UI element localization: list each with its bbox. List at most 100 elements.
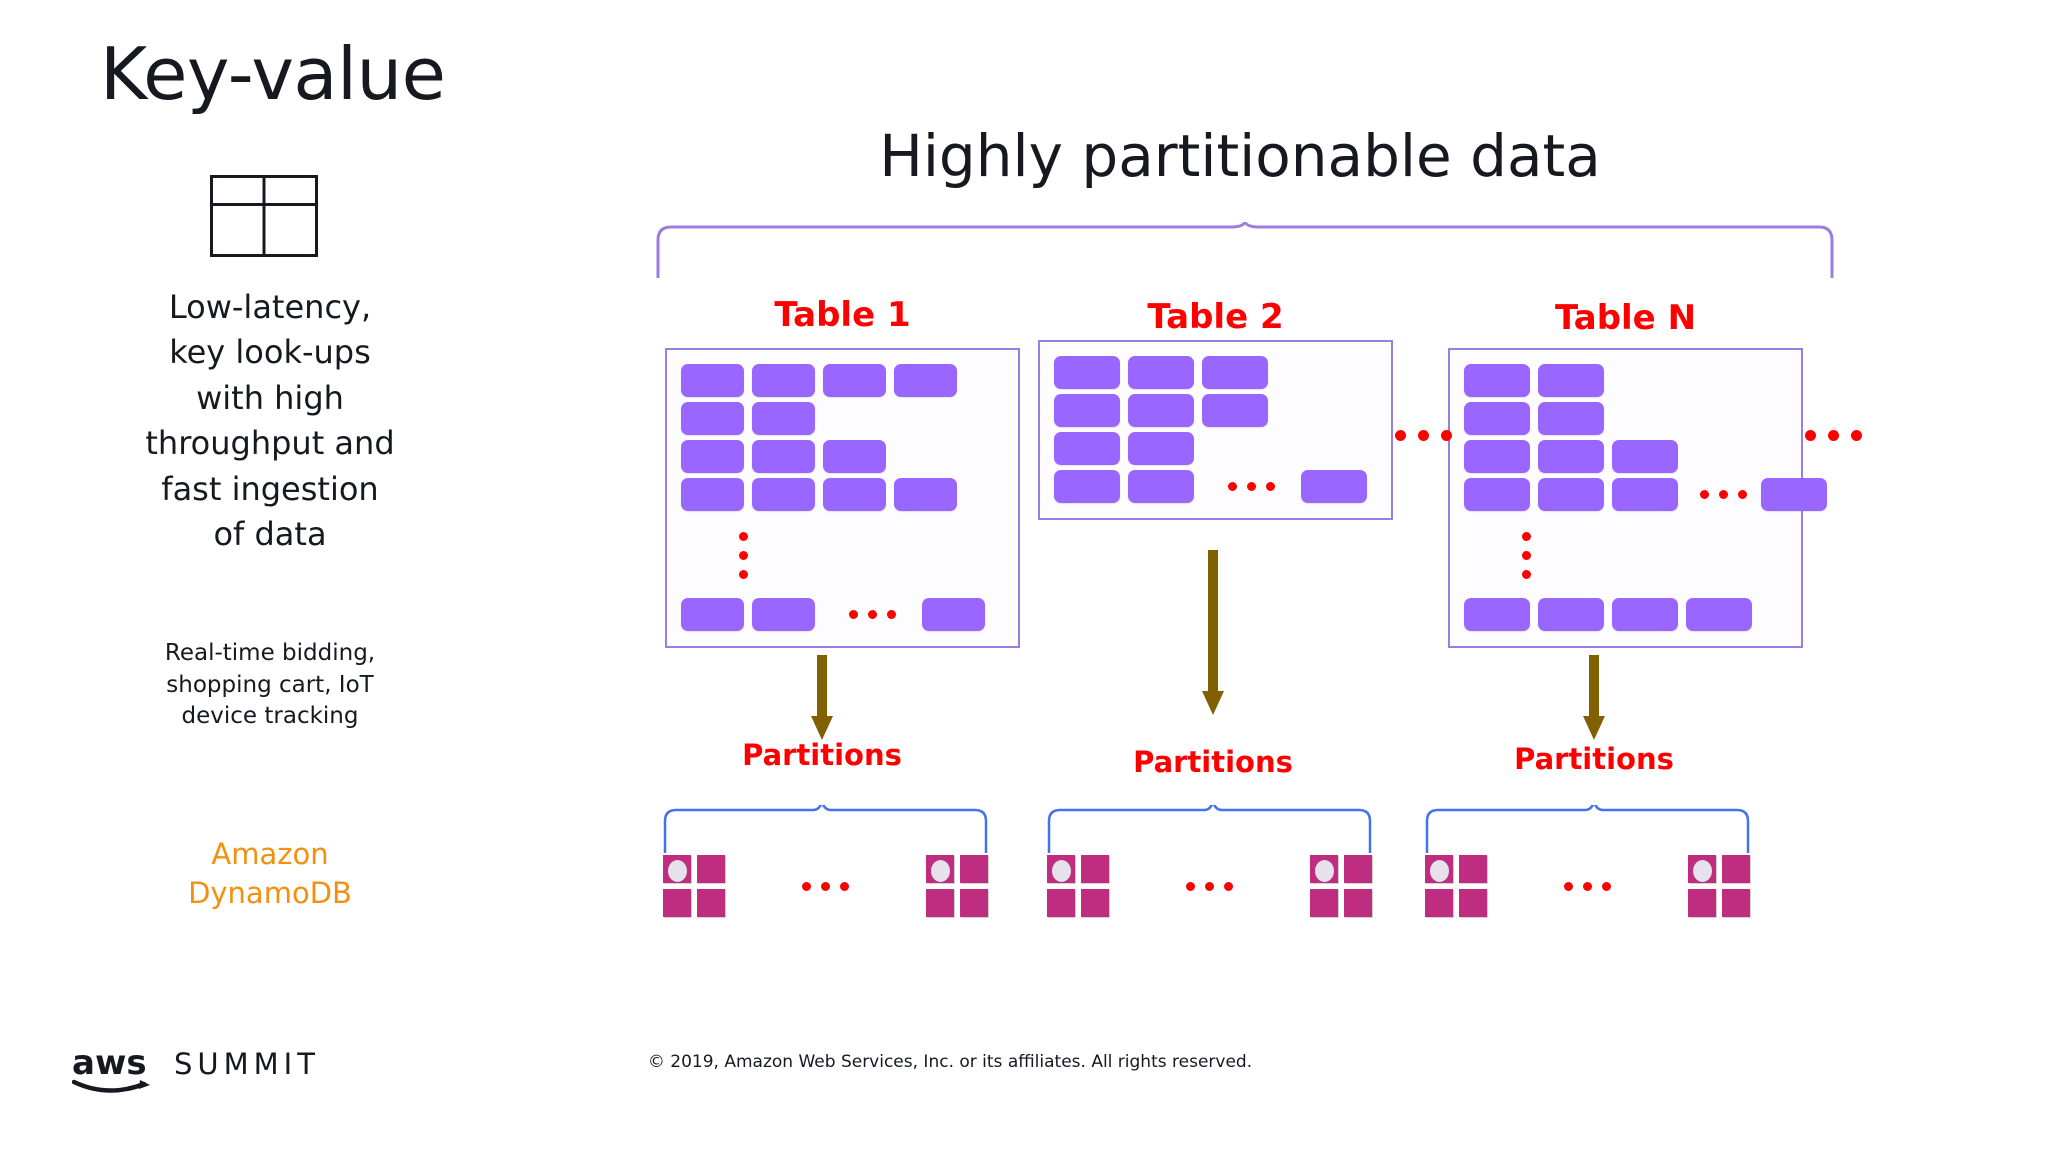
table-row-last bbox=[1054, 470, 1367, 503]
table-to-partitions-arrow-3 bbox=[1581, 655, 1607, 740]
partitions-brace-2 bbox=[1047, 800, 1372, 855]
table-label-3: Table N bbox=[1554, 298, 1697, 338]
table-cell bbox=[752, 478, 815, 511]
table-cell-tail bbox=[922, 598, 985, 631]
dot bbox=[868, 610, 877, 619]
dot bbox=[1522, 570, 1531, 579]
table-row bbox=[681, 402, 823, 435]
table-cell bbox=[1612, 440, 1678, 473]
row-ellipsis bbox=[849, 610, 896, 619]
table-cell bbox=[823, 364, 886, 397]
partition-group-3 bbox=[1425, 855, 1750, 917]
partition-quadrant bbox=[1722, 855, 1750, 883]
table-label-1: Table 1 bbox=[774, 295, 911, 335]
partition-quadrant bbox=[1459, 889, 1487, 917]
table-row bbox=[681, 364, 965, 397]
table-cell bbox=[1128, 432, 1194, 465]
table-cell-tail bbox=[1761, 478, 1827, 511]
table-box-2 bbox=[1038, 340, 1393, 520]
table-cell bbox=[894, 478, 957, 511]
partitions-label-3: Partitions bbox=[1514, 742, 1674, 776]
table-row bbox=[681, 440, 894, 473]
dot bbox=[887, 610, 896, 619]
table-cell bbox=[1128, 394, 1194, 427]
dot bbox=[1224, 881, 1233, 891]
partition-ellipsis bbox=[1186, 881, 1233, 891]
table-cell-tail bbox=[1301, 470, 1367, 503]
column-ellipsis bbox=[739, 532, 748, 579]
key-value-table-icon bbox=[210, 175, 318, 257]
partition-ellipsis bbox=[802, 881, 849, 891]
row-ellipsis bbox=[1228, 482, 1275, 491]
table-cell bbox=[752, 598, 815, 631]
partition-quadrant bbox=[1081, 855, 1109, 883]
tables-grouping-brace bbox=[655, 217, 1835, 280]
table-cell bbox=[1128, 470, 1194, 503]
table-cell bbox=[1128, 356, 1194, 389]
table-cell bbox=[1464, 364, 1530, 397]
table-cell bbox=[681, 598, 744, 631]
partition-quadrant bbox=[697, 889, 725, 917]
dot bbox=[1266, 482, 1275, 491]
table-cell bbox=[1538, 478, 1604, 511]
column-ellipsis bbox=[1522, 532, 1531, 579]
table-cell bbox=[1538, 364, 1604, 397]
main-heading: Highly partitionable data bbox=[879, 122, 1601, 190]
partition-key-bubble bbox=[1052, 860, 1071, 882]
dot bbox=[1186, 881, 1195, 891]
dot bbox=[1738, 490, 1747, 499]
partition-quadrant bbox=[1425, 889, 1453, 917]
partition-quadrant bbox=[1081, 889, 1109, 917]
dot bbox=[1247, 482, 1256, 491]
table-row bbox=[1054, 432, 1202, 465]
table-cell bbox=[1054, 432, 1120, 465]
table-row bbox=[1054, 356, 1276, 389]
table-cell bbox=[681, 440, 744, 473]
description-line-5: of data bbox=[213, 515, 327, 554]
svg-text:SUMMIT: SUMMIT bbox=[174, 1047, 320, 1081]
table-cell bbox=[1054, 356, 1120, 389]
table-to-partitions-arrow-2 bbox=[1200, 550, 1226, 715]
dot bbox=[1228, 482, 1237, 491]
between-tables-ellipsis-1 bbox=[1395, 430, 1452, 441]
dot bbox=[849, 610, 858, 619]
dot bbox=[802, 881, 811, 891]
svg-text:aws: aws bbox=[72, 1043, 147, 1083]
table-cell bbox=[823, 440, 886, 473]
table-cell bbox=[681, 402, 744, 435]
partition-quadrant bbox=[1047, 889, 1075, 917]
partition-group-1 bbox=[663, 855, 988, 917]
description-line-0: Low-latency, bbox=[168, 288, 372, 326]
dot bbox=[1418, 430, 1429, 441]
table-cell bbox=[1464, 440, 1530, 473]
copyright-text: © 2019, Amazon Web Services, Inc. or its… bbox=[647, 1052, 1253, 1072]
table-row bbox=[1054, 394, 1276, 427]
service-name-line-1: DynamoDB bbox=[188, 875, 352, 910]
dot bbox=[1522, 532, 1531, 541]
partition-quadrant bbox=[926, 889, 954, 917]
partition-quadrant bbox=[960, 889, 988, 917]
dot bbox=[1828, 430, 1839, 441]
table-cell bbox=[681, 478, 744, 511]
table-cell bbox=[1054, 470, 1120, 503]
table-cell bbox=[752, 364, 815, 397]
table-row bbox=[1464, 364, 1612, 397]
partition-key-bubble bbox=[1315, 860, 1334, 882]
dot bbox=[1522, 551, 1531, 560]
table-cell bbox=[1538, 440, 1604, 473]
table-cell bbox=[823, 478, 886, 511]
dot bbox=[1441, 430, 1452, 441]
table-icon-divider-line bbox=[262, 178, 266, 254]
partitions-brace-3 bbox=[1425, 800, 1750, 855]
table-cell bbox=[1686, 598, 1752, 631]
table-row-last bbox=[681, 598, 985, 631]
partition-quadrant bbox=[1459, 855, 1487, 883]
partition-quadrant bbox=[1722, 889, 1750, 917]
table-cell bbox=[1538, 402, 1604, 435]
partition-quadrant bbox=[1344, 889, 1372, 917]
description-line-3: throughput and bbox=[145, 424, 395, 463]
service-name-line-0: Amazon bbox=[211, 837, 329, 871]
